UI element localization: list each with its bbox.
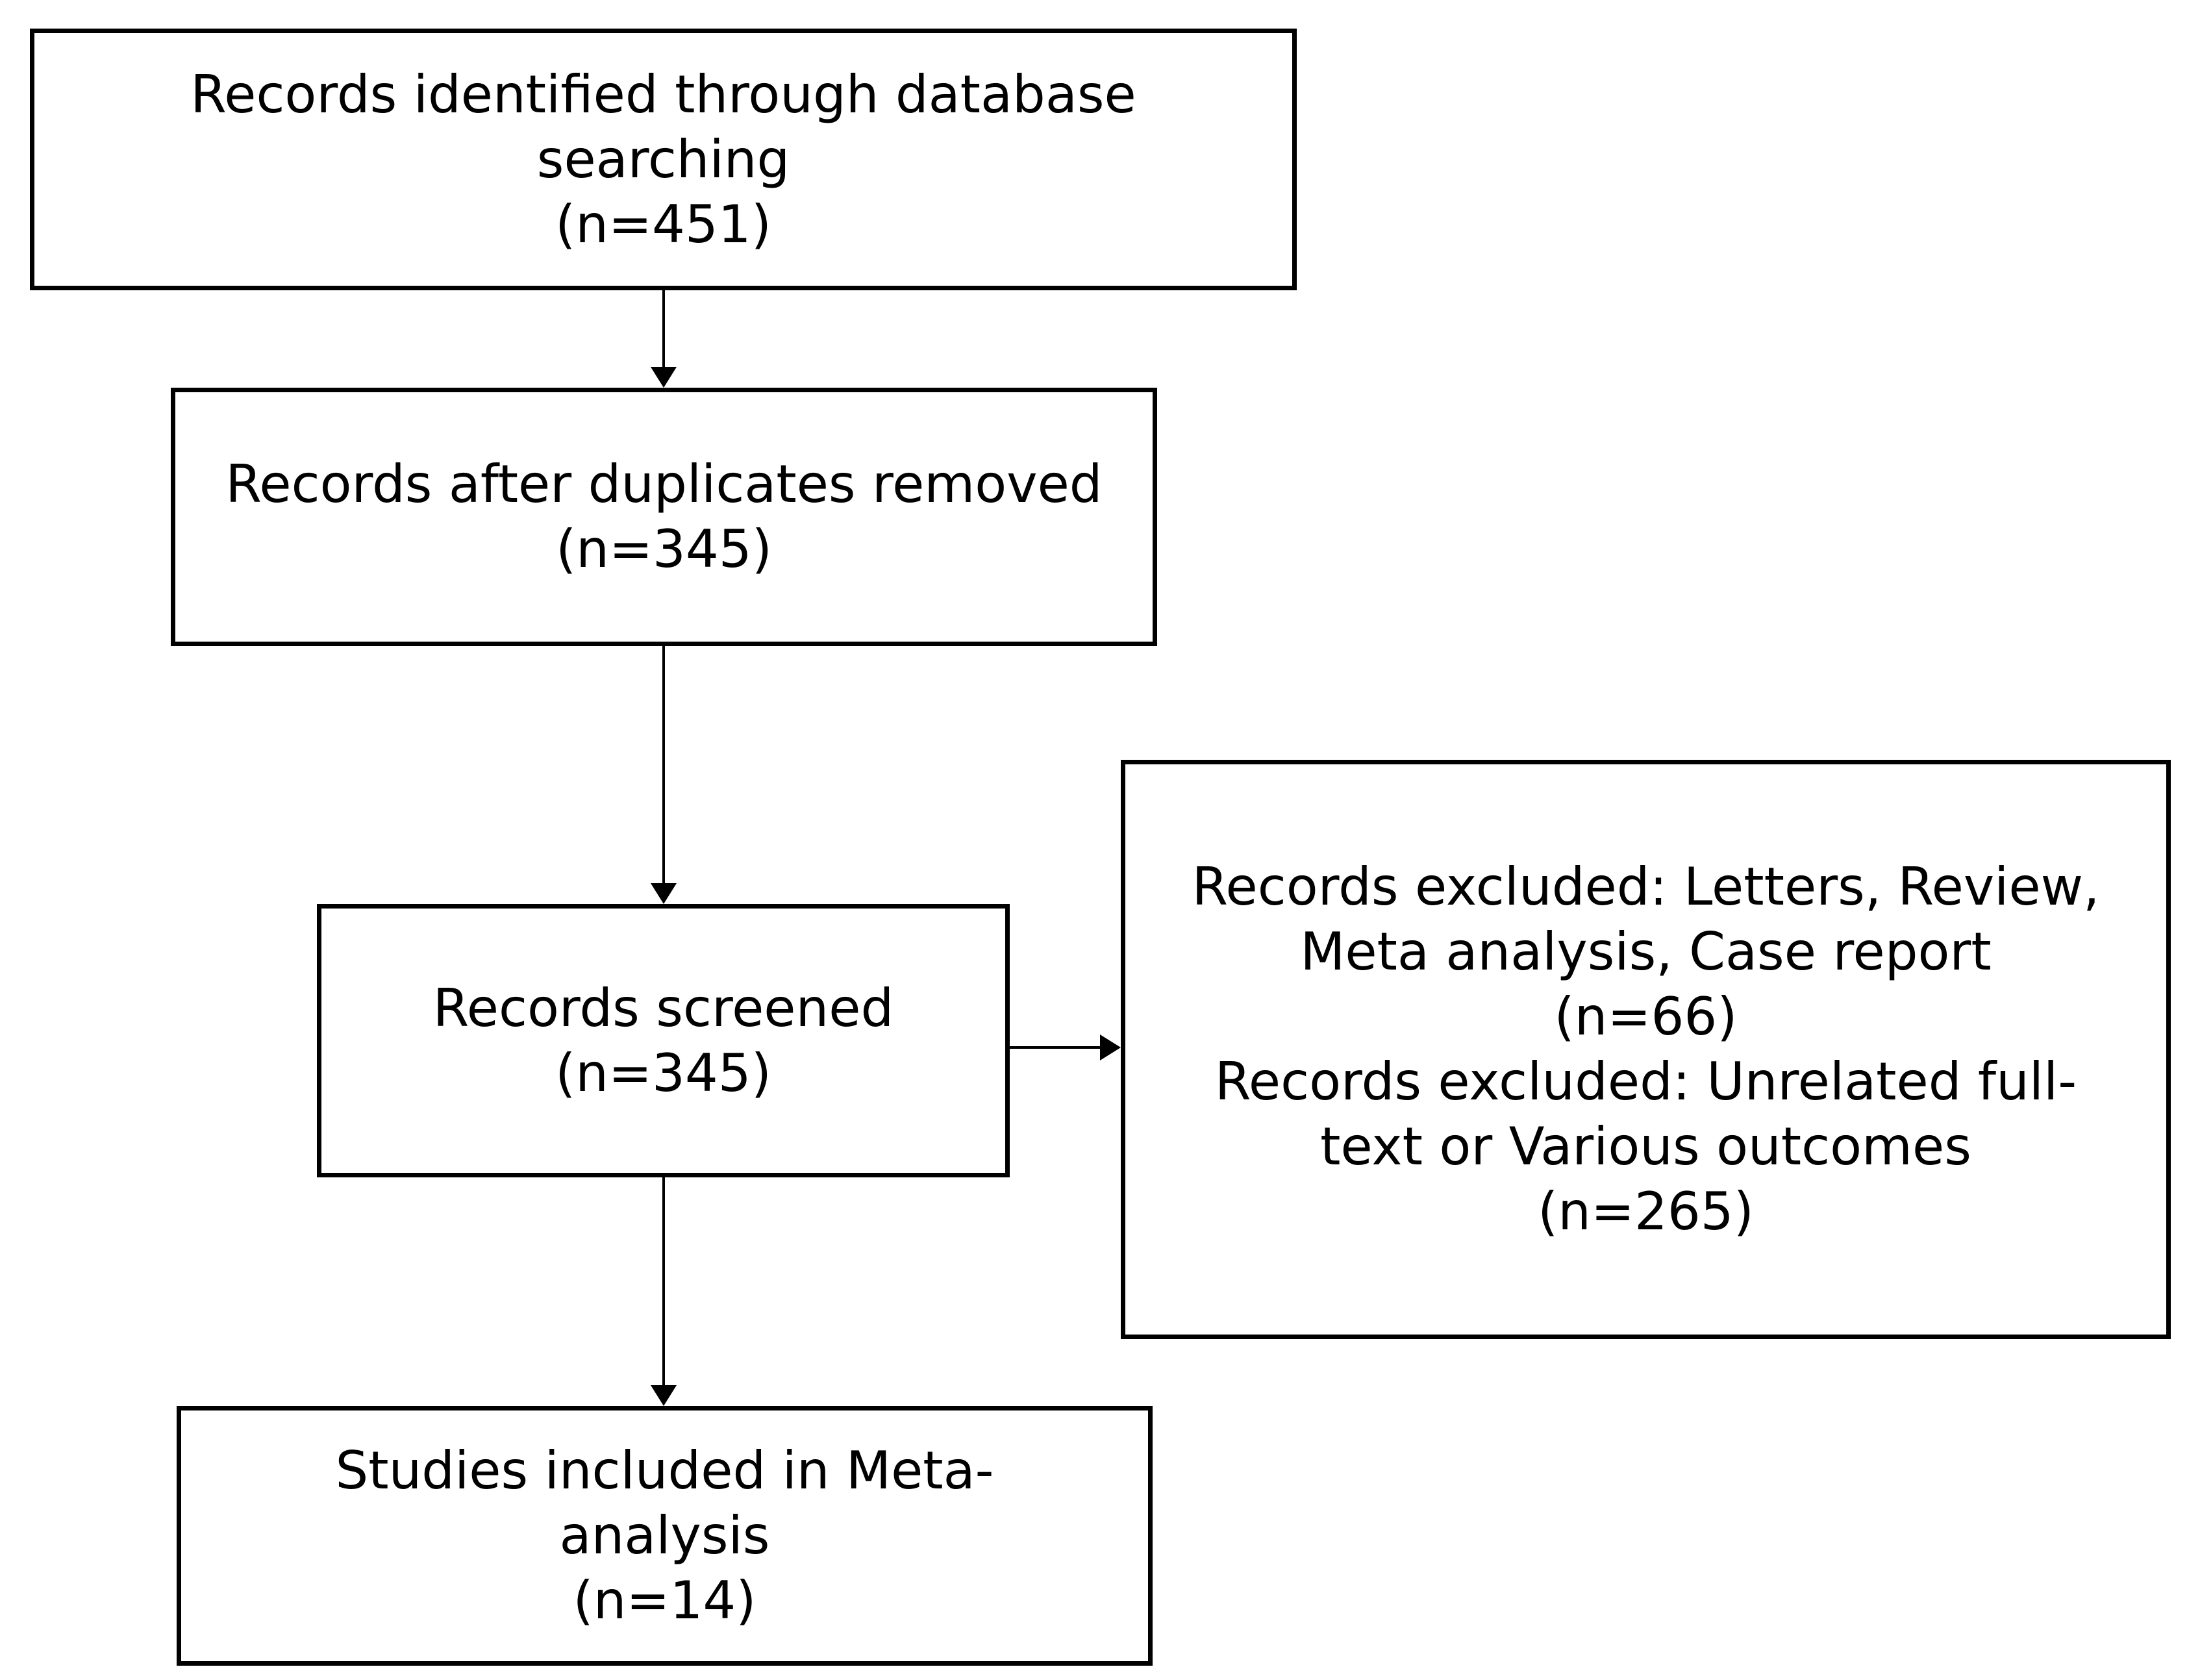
- arrow-identification-to-duplicates-line: [662, 290, 665, 370]
- included-count: (n=14): [573, 1570, 756, 1631]
- identification-text-line: Records identified through database: [190, 64, 1136, 125]
- excluded-text-line: Records excluded: Unrelated full-: [1214, 1051, 2077, 1112]
- duplicates-count: (n=345): [556, 519, 772, 579]
- included-text-line: Studies included in Meta-: [335, 1440, 994, 1501]
- identification-text-line: searching: [536, 129, 790, 190]
- included-box: Studies included in Meta- analysis (n=14…: [177, 1406, 1153, 1666]
- duplicates-text-line: Records after duplicates removed: [225, 454, 1103, 514]
- arrow-down-icon: [651, 367, 677, 388]
- excluded-count: (n=265): [1538, 1181, 1754, 1242]
- arrow-screening-to-included-line: [662, 1177, 665, 1388]
- arrow-down-icon: [651, 1385, 677, 1406]
- arrow-right-icon: [1100, 1034, 1121, 1060]
- arrow-screening-to-excluded-line: [1010, 1046, 1103, 1049]
- excluded-count: (n=66): [1554, 986, 1738, 1047]
- screening-count: (n=345): [555, 1042, 771, 1103]
- included-text-line: analysis: [559, 1505, 770, 1566]
- excluded-text-line: Meta analysis, Case report: [1300, 921, 1992, 982]
- identification-count: (n=451): [555, 194, 771, 255]
- excluded-text-line: text or Various outcomes: [1320, 1116, 1971, 1177]
- screening-box: Records screened (n=345): [317, 904, 1010, 1177]
- excluded-text-line: Records excluded: Letters, Review,: [1192, 857, 2100, 917]
- duplicates-removed-box: Records after duplicates removed (n=345): [171, 388, 1157, 646]
- identification-box: Records identified through database sear…: [30, 29, 1297, 290]
- screening-text-line: Records screened: [432, 977, 894, 1038]
- arrow-down-icon: [651, 883, 677, 904]
- arrow-duplicates-to-screening-line: [662, 646, 665, 886]
- excluded-box: Records excluded: Letters, Review, Meta …: [1121, 760, 2171, 1339]
